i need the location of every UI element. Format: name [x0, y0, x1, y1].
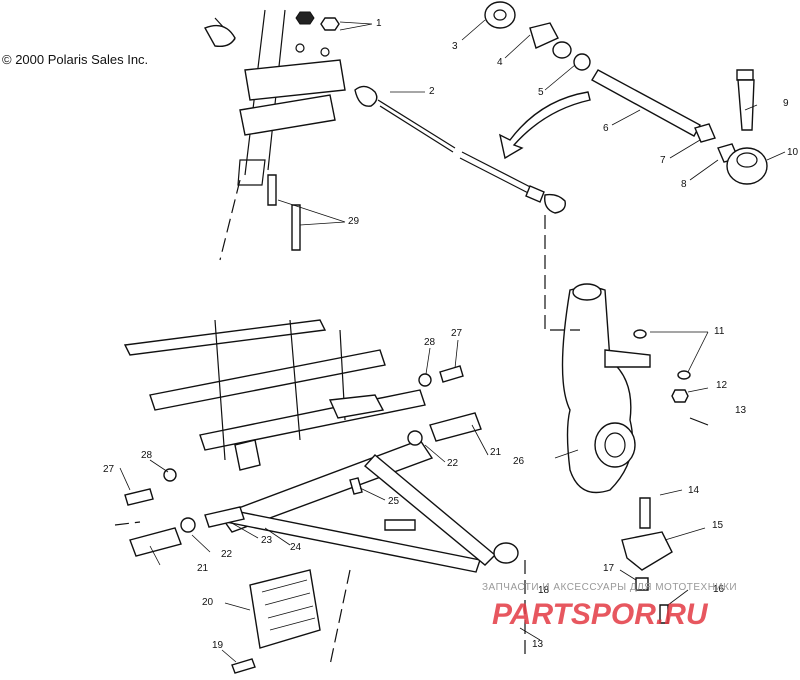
callout-12: 12: [716, 380, 728, 391]
callout-4: 4: [497, 57, 503, 68]
spindle: [561, 283, 709, 494]
tie-rod: [354, 85, 566, 214]
callout-29: 29: [348, 216, 360, 227]
bolts-29: [267, 174, 301, 251]
watermark-tagline: ЗАПЧАСТИ И АКСЕССУАРЫ ДЛЯ МОТОТЕХНИКИ: [482, 582, 738, 593]
ball-joint: [621, 497, 673, 624]
callout-21a: 21: [490, 447, 502, 458]
callout-16: 16: [713, 584, 725, 595]
callout-11: 11: [714, 326, 725, 337]
callout-3: 3: [452, 41, 458, 52]
callout-15: 15: [712, 520, 724, 531]
callout-24: 24: [290, 542, 302, 553]
callout-13b: 13: [532, 639, 544, 650]
callout-17: 17: [603, 563, 615, 574]
callout-18: 18: [538, 585, 550, 596]
direction-arrow: [499, 91, 591, 160]
callout-10: 10: [787, 147, 799, 158]
callout-19: 19: [212, 640, 224, 651]
frame: [123, 319, 426, 471]
callout-27b: 27: [103, 464, 115, 475]
skid-plate: [231, 569, 321, 674]
callout-1: 1: [376, 18, 382, 29]
callout-13: 13: [735, 405, 747, 416]
watermark-logo: PARTSPOR.RU: [492, 598, 708, 631]
callout-5: 5: [538, 87, 544, 98]
leader-lines: [119, 19, 786, 663]
lower-bushings: [124, 365, 482, 557]
callout-6: 6: [603, 123, 609, 134]
callout-22b: 22: [221, 549, 233, 560]
callout-20: 20: [202, 597, 214, 608]
leader-dashes: [114, 179, 580, 666]
steering-post: [204, 9, 346, 186]
callout-28a: 28: [424, 337, 436, 348]
copyright-notice: © 2000 Polaris Sales Inc.: [2, 52, 149, 67]
callout-26: 26: [513, 456, 525, 467]
callout-14: 14: [688, 485, 700, 496]
callout-7: 7: [660, 155, 666, 166]
callout-8: 8: [681, 179, 687, 190]
callout-28b: 28: [141, 450, 153, 461]
callout-22a: 22: [447, 458, 459, 469]
callout-25: 25: [388, 496, 400, 507]
bushing-assembly: [484, 1, 768, 185]
callout-2: 2: [429, 86, 435, 97]
callout-9: 9: [783, 98, 789, 109]
callout-27a: 27: [451, 328, 463, 339]
callout-23: 23: [261, 535, 273, 546]
callout-21b: 21: [197, 563, 209, 574]
a-arm: [218, 439, 519, 573]
